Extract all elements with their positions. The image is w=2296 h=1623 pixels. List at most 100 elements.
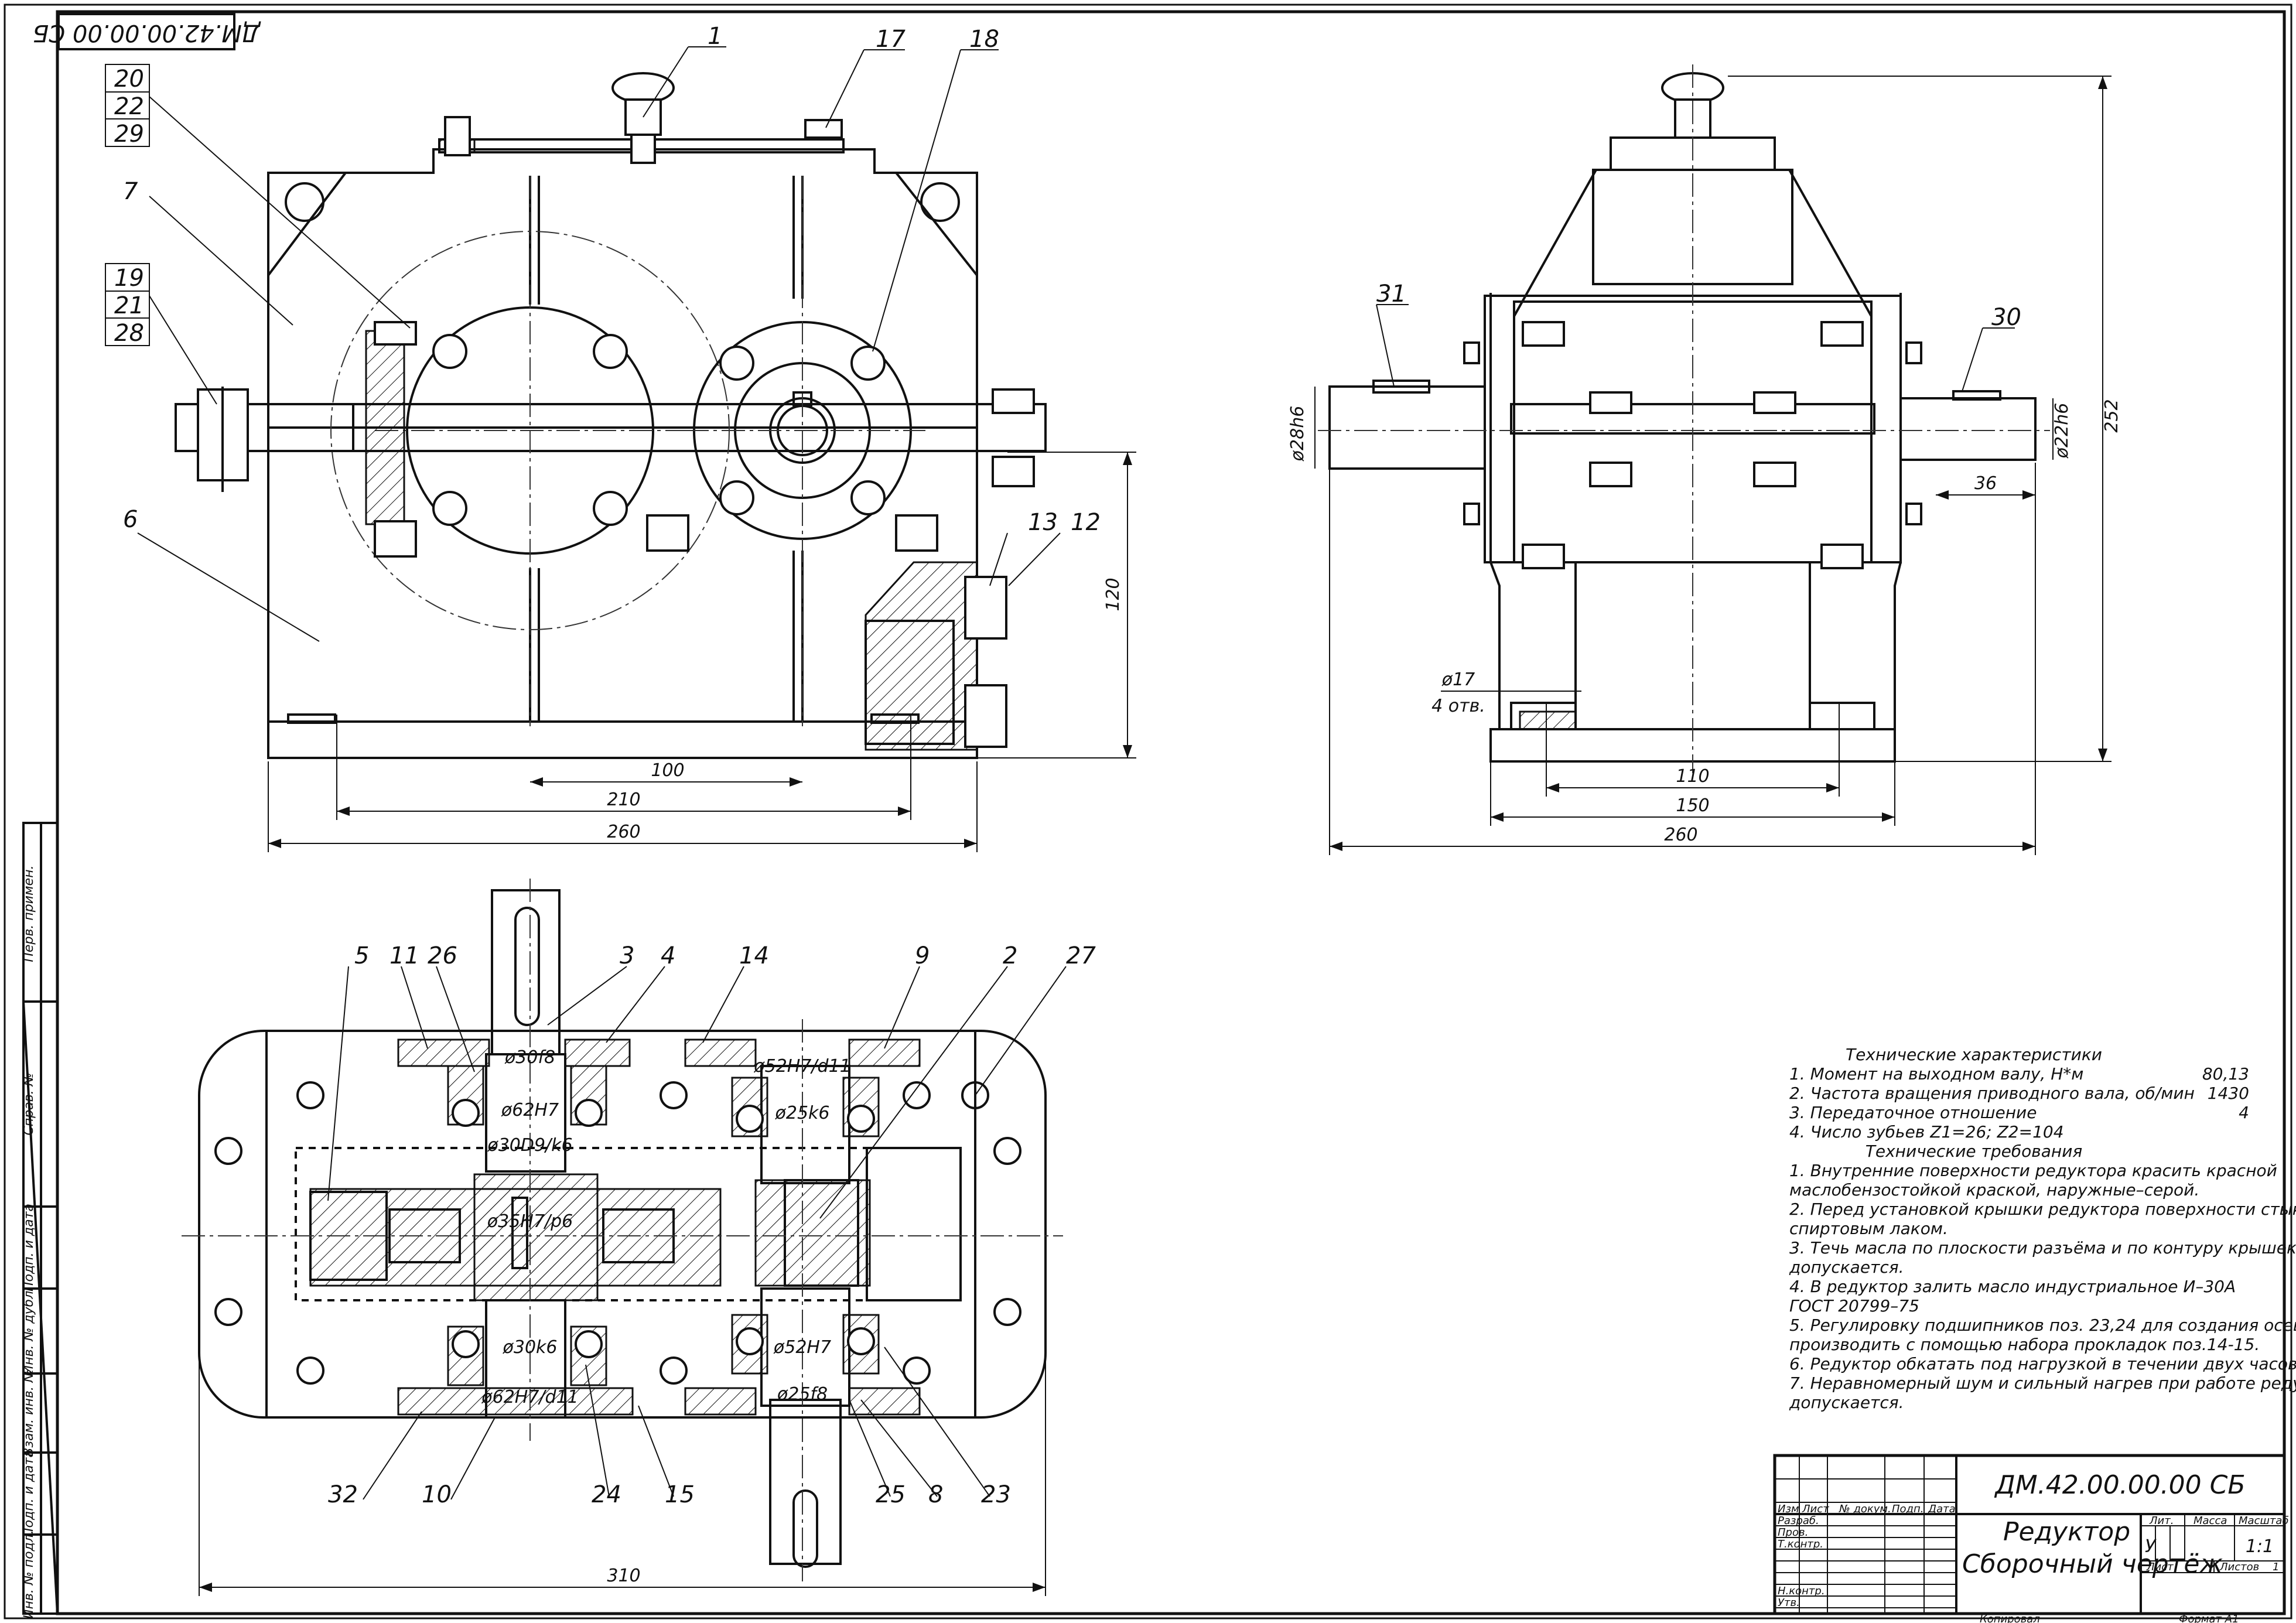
tb-role: Разраб. — [1778, 1515, 1819, 1527]
pos-label: 2 — [1003, 942, 1017, 969]
tech-req-line: 5. Регулировку подшипников поз. 23,24 дл… — [1789, 1316, 2296, 1335]
tech-char-label: 4. Число зубьев Z1=26; Z2=104 — [1789, 1122, 2064, 1142]
dim-side: 260 — [1664, 825, 1697, 845]
tech-req-line: маслобензостойкой краской, наружные–серо… — [1789, 1180, 2199, 1200]
front-view: 100 210 260 120 1 17 18 20 22 29 7 19 21… — [105, 23, 1136, 852]
tech-req-line: 2. Перед установкой крышки редуктора пов… — [1789, 1200, 2296, 1219]
dim-side: 110 — [1676, 766, 1709, 787]
dim-front-210: 210 — [607, 790, 640, 810]
sheet-outer-border — [4, 4, 2292, 1619]
tech-req-line: ГОСТ 20799–75 — [1789, 1296, 1919, 1316]
pos-label: 21 — [114, 292, 144, 319]
tech-char-value: 80,13 — [2202, 1064, 2249, 1084]
tech-req-line: 1. Внутренние поверхности редуктора крас… — [1789, 1161, 2277, 1180]
tech-req-line: 3. Течь масла по плоскости разъёма и по … — [1789, 1238, 2296, 1258]
tech-char-title: Технические характеристики — [1846, 1045, 2102, 1064]
dim-front-260: 260 — [607, 822, 640, 842]
tb-role: Т.контр. — [1778, 1538, 1823, 1550]
tb-role: Утв. — [1778, 1597, 1800, 1609]
pos-label: 32 — [328, 1481, 358, 1508]
pos-label: 24 — [592, 1481, 621, 1508]
tech-char-value: 1430 — [2208, 1084, 2249, 1103]
pos-label: 10 — [422, 1481, 452, 1508]
pos-label: 19 — [114, 265, 144, 292]
pos-label: 31 — [1376, 281, 1406, 307]
pos-label: 28 — [114, 320, 144, 347]
title-block: ДМ.42.00.00.00 СБ Редуктор Сборочный чер… — [1773, 1454, 2289, 1623]
title-name-1: Редуктор — [2003, 1517, 2130, 1547]
side-stamp-cell: Инв. № дубл. — [22, 1287, 36, 1375]
dim-side: ø28h6 — [1287, 406, 1308, 462]
dim-plan: ø52H7 — [773, 1337, 831, 1358]
tech-char-value: 4 — [2239, 1103, 2249, 1122]
pos-label: 6 — [123, 506, 138, 533]
dim-plan: ø62H7/d11 — [481, 1387, 579, 1407]
side-stamp-cell: Инв. № подл. — [22, 1530, 36, 1619]
tech-req-line: допускается. — [1789, 1258, 1904, 1277]
tech-req-line: 4. В редуктор залить масло индустриально… — [1789, 1277, 2236, 1296]
dim-plan: ø62H7 — [501, 1100, 559, 1120]
tb-header: Масса — [2194, 1515, 2227, 1527]
tb-sheets: 1 — [2273, 1561, 2279, 1573]
tech-req-line: 6. Редуктор обкатать под нагрузкой в теч… — [1789, 1354, 2296, 1373]
tech-char-label: 1. Момент на выходном валу, Н*м — [1789, 1064, 2083, 1084]
tb-sheets-label: Листов — [2219, 1561, 2259, 1573]
dim-plan: 310 — [607, 1566, 640, 1586]
pos-label: 12 — [1071, 509, 1101, 536]
dim-front-120: 120 — [1103, 578, 1123, 611]
dim-side: ø17 — [1441, 669, 1475, 690]
pos-label: 30 — [1991, 304, 2021, 331]
tech-req-title: Технические требования — [1866, 1142, 2083, 1161]
tech-req-line: допускается. — [1789, 1393, 1904, 1412]
plan-view: ø30f8 ø62H7 ø30D9/k6 ø35H7/p6 ø30k6 ø62H… — [182, 879, 1096, 1596]
pos-label: 13 — [1028, 509, 1058, 536]
dim-side: 4 отв. — [1431, 696, 1485, 716]
pos-label: 18 — [969, 26, 999, 53]
tb-header: № докум. — [1839, 1503, 1891, 1515]
side-stamp: Перв. примен. Справ. № Подп. и дата Инв.… — [22, 822, 59, 1619]
dim-side: 252 — [2102, 399, 2122, 432]
front-leaders — [105, 46, 1061, 642]
dim-front-100: 100 — [651, 760, 684, 781]
dim-plan: ø30k6 — [503, 1337, 558, 1358]
title-designation: ДМ.42.00.00.00 СБ — [1994, 1470, 2245, 1500]
pos-label: 8 — [928, 1481, 943, 1508]
pos-label: 23 — [981, 1481, 1011, 1508]
pos-label: 7 — [123, 178, 138, 205]
pos-label: 11 — [390, 942, 419, 969]
tech-char-label: 2. Частота вращения приводного вала, об/… — [1789, 1084, 2195, 1103]
tb-header: Лит. — [2149, 1515, 2174, 1527]
pos-label: 29 — [114, 121, 144, 148]
side-stamp-cell: Перв. примен. — [22, 865, 36, 962]
side-stamp-cell: Подп. и дата — [22, 1450, 36, 1537]
rotated-code-text: ДМ.42.00.00.00 СБ — [33, 19, 261, 46]
tb-format: Формат А1 — [2179, 1613, 2239, 1623]
dim-plan: ø30f8 — [504, 1047, 555, 1068]
pos-label: 17 — [876, 26, 906, 53]
tb-role: Н.контр. — [1778, 1585, 1825, 1597]
dim-plan: ø25k6 — [775, 1103, 830, 1123]
tech-char-label: 3. Передаточное отношение — [1789, 1103, 2037, 1122]
tb-sheet-label: Лист — [2146, 1561, 2174, 1573]
pos-label: 14 — [739, 942, 769, 969]
dim-side: ø22h6 — [2052, 403, 2072, 459]
pos-label: 25 — [876, 1481, 906, 1508]
tb-header: Лист — [1802, 1503, 1829, 1515]
dim-plan: ø30D9/k6 — [487, 1135, 572, 1156]
side-stamp-cell: Справ. № — [22, 1072, 36, 1135]
pos-label: 9 — [915, 942, 930, 969]
tb-scale: 1:1 — [2246, 1536, 2274, 1557]
dim-plan: ø52H7/d11 — [753, 1056, 851, 1077]
plan-leaders — [327, 966, 1067, 1500]
tb-lit: У — [2145, 1536, 2157, 1557]
pos-label: 20 — [114, 66, 144, 93]
tech-notes: Технические характеристики 1. Момент на … — [1789, 1045, 2296, 1412]
pos-label: 15 — [665, 1481, 695, 1508]
tb-header: Дата — [1928, 1503, 1956, 1515]
tb-header: Изм — [1778, 1503, 1799, 1515]
dim-plan: ø35H7/p6 — [487, 1211, 573, 1232]
dim-plan: ø25f8 — [777, 1384, 828, 1405]
title-name-2: Сборочный чертёж — [1962, 1549, 2223, 1579]
pos-label: 22 — [114, 93, 144, 120]
